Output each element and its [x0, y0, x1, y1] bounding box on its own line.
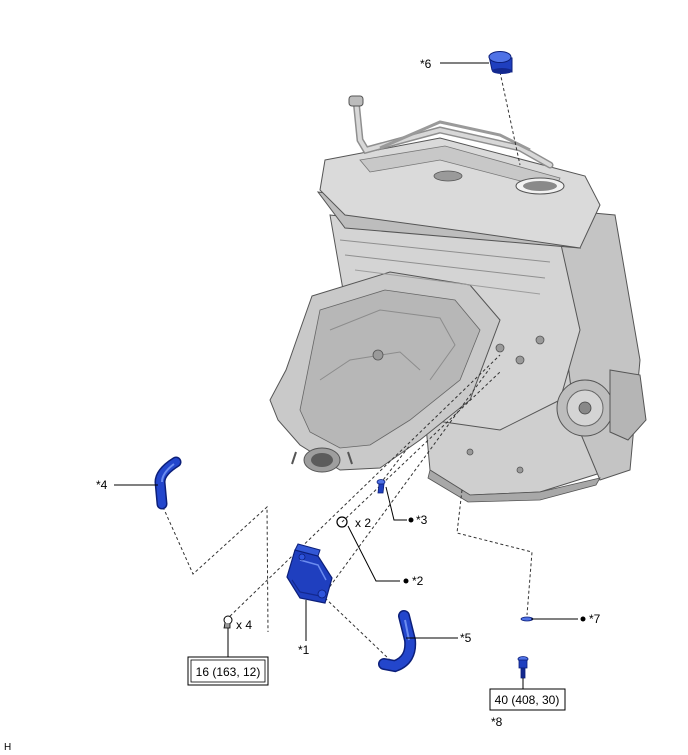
- callout-3: *3: [416, 513, 428, 527]
- torque-value-cooler: 16 (163, 12): [196, 665, 261, 679]
- water-hose-bottom[interactable]: [378, 610, 417, 673]
- callout-1: *1: [298, 643, 310, 657]
- quantity-o-ring: x 2: [355, 516, 371, 530]
- callout-7: *7: [589, 612, 601, 626]
- water-hose-left[interactable]: [154, 456, 182, 510]
- oil-cooler-bolt[interactable]: [223, 615, 233, 629]
- torque-value-union: 40 (408, 30): [495, 693, 560, 707]
- callout-4: *4: [96, 478, 108, 492]
- callout-2: *2: [412, 574, 424, 588]
- union-bolt-lower[interactable]: [517, 656, 529, 679]
- callout-8: *8: [491, 715, 503, 729]
- o-ring[interactable]: [336, 516, 348, 528]
- torque-spec-union-bolt: 40 (408, 30): [489, 688, 566, 711]
- torque-spec-cooler-bolt: 16 (163, 12): [187, 656, 269, 686]
- union-bolt-upper[interactable]: [376, 479, 386, 494]
- oil-filler-cap[interactable]: [488, 51, 513, 75]
- callout-leaders: [114, 62, 586, 689]
- quantity-bolt: x 4: [236, 618, 252, 632]
- oil-cooler[interactable]: [286, 543, 333, 604]
- corner-code: H: [4, 742, 11, 753]
- engine-assembly: [269, 95, 647, 503]
- callout-6: *6: [420, 57, 432, 71]
- assembly-guide-lines: [162, 71, 533, 661]
- callout-5: *5: [460, 631, 472, 645]
